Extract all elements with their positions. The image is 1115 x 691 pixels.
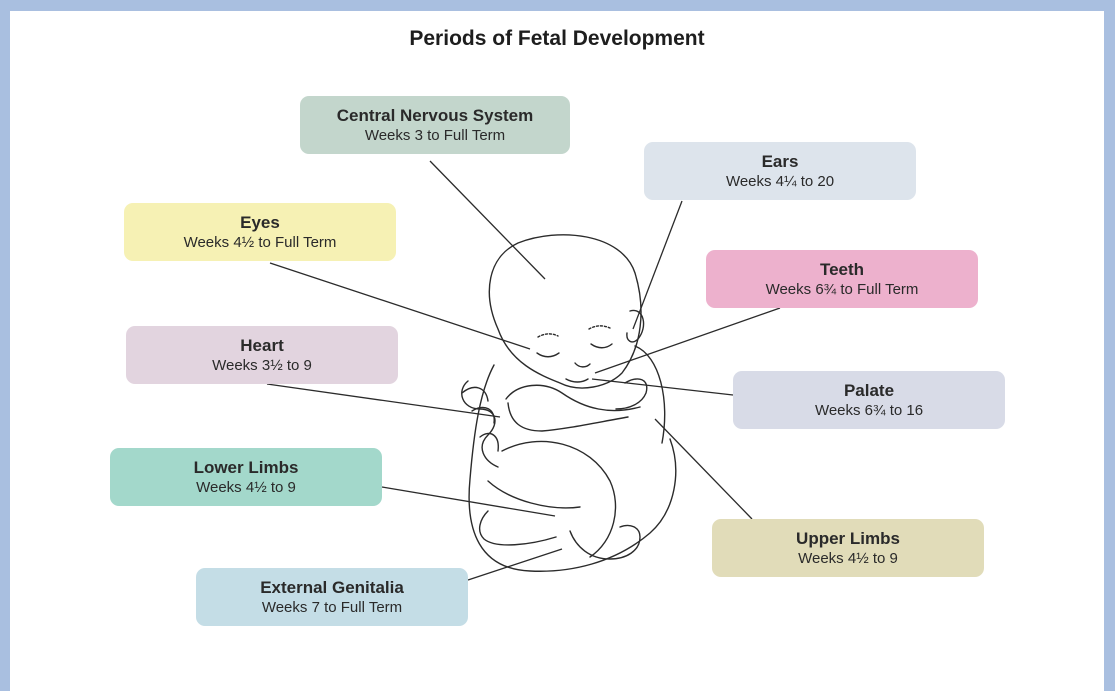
umbilical-cord-twist (462, 387, 498, 451)
label-eyes: Eyes Weeks 4½ to Full Term (124, 203, 396, 261)
label-weeks: Weeks 4½ to Full Term (124, 233, 396, 253)
label-weeks: Weeks 6¾ to Full Term (706, 280, 978, 300)
label-name: Lower Limbs (110, 457, 382, 478)
label-weeks: Weeks 4½ to 9 (712, 549, 984, 569)
fetus-eyebrow-left (538, 334, 558, 337)
label-weeks: Weeks 4¼ to 20 (644, 172, 916, 192)
label-upper-limbs: Upper Limbs Weeks 4½ to 9 (712, 519, 984, 577)
umbilical-cord (462, 381, 498, 467)
label-central-nervous-system: Central Nervous System Weeks 3 to Full T… (300, 96, 570, 154)
fetus-mouth (566, 379, 588, 382)
label-name: Upper Limbs (712, 528, 984, 549)
label-external-genitalia: External Genitalia Weeks 7 to Full Term (196, 568, 468, 626)
fetus-arm-left (506, 385, 640, 410)
leader-line-heart (267, 384, 500, 417)
label-lower-limbs: Lower Limbs Weeks 4½ to 9 (110, 448, 382, 506)
label-name: Teeth (706, 259, 978, 280)
leader-line-genitalia (468, 549, 562, 580)
label-weeks: Weeks 7 to Full Term (196, 598, 468, 618)
fetus-eye-right (591, 344, 612, 348)
label-name: Heart (126, 335, 398, 356)
fetus-nose (575, 363, 590, 367)
label-name: External Genitalia (196, 577, 468, 598)
leader-line-teeth (595, 308, 780, 373)
label-name: Eyes (124, 212, 396, 233)
label-ears: Ears Weeks 4¼ to 20 (644, 142, 916, 200)
fetus-shoulder (635, 346, 665, 443)
fetus-thigh-lower (488, 481, 580, 508)
label-name: Ears (644, 151, 916, 172)
label-heart: Heart Weeks 3½ to 9 (126, 326, 398, 384)
label-name: Central Nervous System (300, 105, 570, 126)
label-weeks: Weeks 3½ to 9 (126, 356, 398, 376)
label-weeks: Weeks 4½ to 9 (110, 478, 382, 498)
label-weeks: Weeks 3 to Full Term (300, 126, 570, 146)
fetus-foot-left (480, 511, 556, 545)
leader-line-ears (633, 201, 682, 329)
label-name: Palate (733, 380, 1005, 401)
label-palate: Palate Weeks 6¾ to 16 (733, 371, 1005, 429)
fetus-ear (627, 310, 644, 341)
label-teeth: Teeth Weeks 6¾ to Full Term (706, 250, 978, 308)
fetus-eye-left (537, 353, 559, 357)
leader-line-cns (430, 161, 545, 279)
label-weeks: Weeks 6¾ to 16 (733, 401, 1005, 421)
fetus-arm-left-under (508, 403, 628, 431)
fetus-eyebrow-right (589, 326, 610, 329)
diagram-frame: Periods of Fetal Development (10, 11, 1104, 691)
